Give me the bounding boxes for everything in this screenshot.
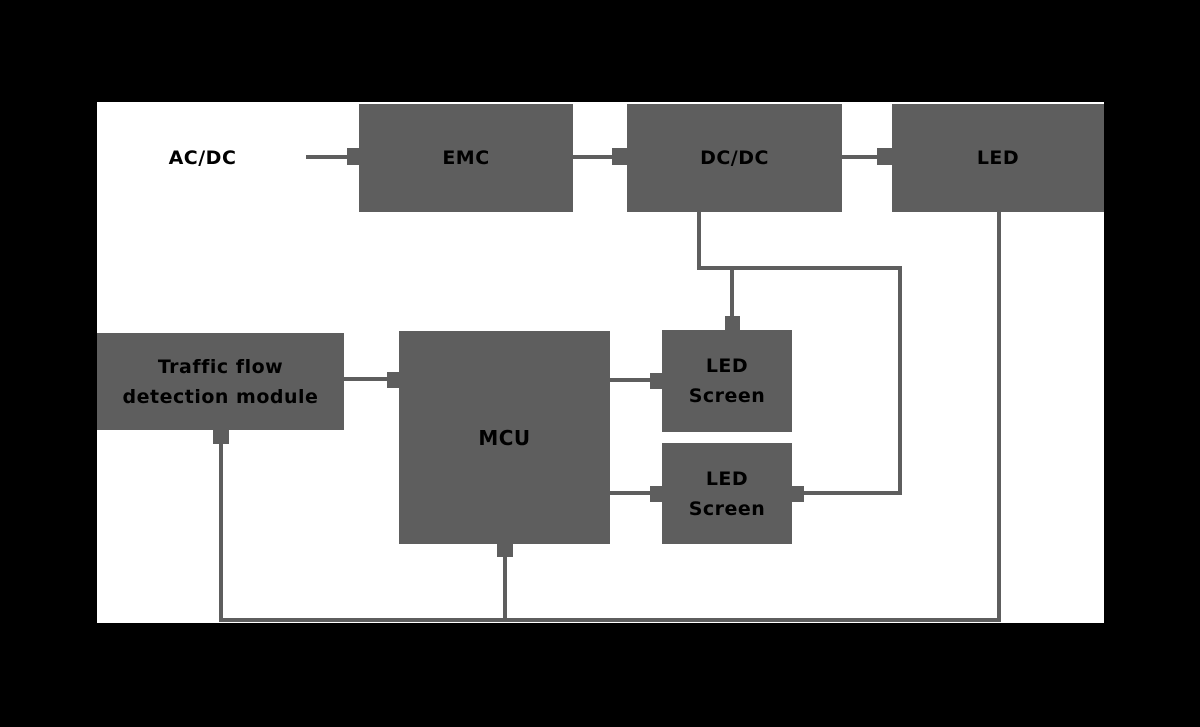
port-mcu-bottom [497,544,513,557]
node-led-screen-1-label-line2: Screen [688,385,766,407]
node-mcu-label: MCU [478,425,531,450]
connector-acsource-emc [306,155,347,159]
node-dcdc-label: DC/DC [700,147,769,169]
connector-traffic-mcu [344,377,387,381]
connector-mcu-ledscreen1 [610,378,650,382]
port-ledscreen1-left [650,373,662,389]
port-ledscreen2-left [650,486,662,502]
connector-mcu-ledscreen2 [610,491,650,495]
node-led-screen-2: LED Screen [662,443,792,544]
connector-branch-right-vertical [898,266,902,495]
node-led-label: LED [976,147,1020,169]
port-traffic-bottom [213,430,229,444]
port-ledscreen2-right [792,486,804,502]
connector-emc-dcdc [573,155,612,159]
connector-traffic-bus-vertical [219,444,223,622]
connector-branch-ledscreen2-horizontal [804,491,898,495]
connector-branch-ledscreen1-vertical [730,270,734,316]
connector-mcu-bus-vertical [503,557,507,622]
node-led-screen-1: LED Screen [662,330,792,432]
connector-led-bus-vertical [997,212,1001,622]
node-led-screen-2-label-line2: Screen [688,497,766,520]
connector-dcdc-led [842,155,877,159]
node-traffic-module: Traffic flow detection module [97,333,344,430]
node-dcdc: DC/DC [627,104,842,212]
node-led-screen-1-label-line1: LED [705,355,749,377]
port-led-left [877,148,892,165]
port-ledscreen1-top [725,316,740,330]
node-mcu: MCU [399,331,610,544]
port-mcu-left [387,372,399,388]
connector-dcdc-branch-horizontal [697,266,902,270]
node-traffic-label-line2: detection module [122,385,319,408]
node-traffic-label-line1: Traffic flow [157,355,284,378]
node-emc-label: EMC [442,147,490,169]
node-led-screen-2-label-line1: LED [705,467,749,490]
port-emc-left [347,148,359,165]
node-ac-source-label: AC/DC [168,147,237,169]
node-emc: EMC [359,104,573,212]
port-dcdc-left [612,148,627,165]
connector-dcdc-drop-vertical [697,212,701,270]
connector-bottom-bus [219,618,1001,622]
node-led: LED [892,104,1104,212]
